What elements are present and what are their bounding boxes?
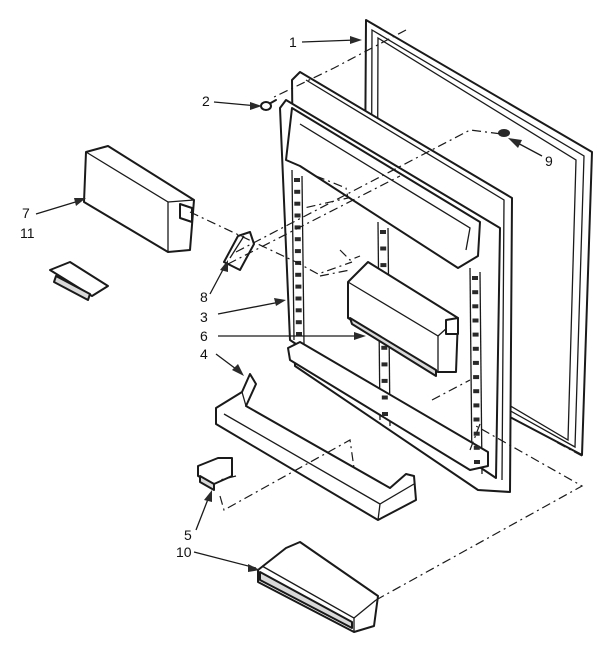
- rail-notch: [380, 230, 386, 234]
- callout-3: 3: [200, 309, 208, 325]
- rail-notch: [295, 296, 302, 301]
- rail-notch: [295, 308, 302, 313]
- callout-5: 5: [184, 527, 192, 543]
- callout-4: 4: [200, 346, 208, 362]
- callout-1: 1: [289, 34, 297, 50]
- rail-notch: [294, 249, 301, 254]
- door-bin: [257, 541, 379, 633]
- callout-2: 2: [202, 93, 210, 109]
- rail-notches: /* placeholder */: [294, 178, 480, 464]
- rail-notch: [472, 318, 479, 323]
- rail-notch: [474, 460, 480, 464]
- rail-notch: [472, 304, 479, 309]
- rail-notch: [294, 178, 300, 182]
- rail-notch: [295, 272, 302, 277]
- screw: [260, 99, 277, 111]
- rail-notch: [473, 375, 480, 380]
- callout-7: 7: [22, 205, 30, 221]
- callout-labels: 1 2 9 7 11 8 3 6 4 5 10: [20, 34, 553, 560]
- rail-notch: [381, 378, 388, 383]
- rail-notch: [472, 290, 479, 295]
- rail-notch: [294, 237, 301, 242]
- rail-notch: [472, 360, 479, 365]
- rail-notch: [294, 213, 301, 218]
- callout-11: 11: [20, 225, 35, 241]
- rail-notch: [473, 431, 480, 436]
- callout-6: 6: [200, 328, 208, 344]
- callout-10: 10: [176, 544, 192, 560]
- rail-notch: [294, 201, 301, 206]
- rail-notch: [473, 417, 480, 422]
- rail-notch: [472, 332, 479, 337]
- rail-notch: [382, 412, 388, 416]
- assembly-lines: [189, 29, 584, 601]
- rail-notch: [473, 403, 480, 408]
- rail-notch: [296, 332, 302, 336]
- rail-notch: [381, 345, 388, 350]
- leader-lines: [35, 36, 543, 572]
- shelf-end-cap: [197, 457, 233, 491]
- dairy-door-cover: [83, 145, 195, 253]
- rail-notch: [294, 189, 301, 194]
- rail-notch: [472, 346, 479, 351]
- rail-notch: [473, 445, 480, 450]
- callout-9: 9: [545, 153, 553, 169]
- screw-9: [498, 129, 510, 137]
- rail-notch: [294, 225, 301, 230]
- callout-8: 8: [200, 289, 208, 305]
- dairy-tray: [49, 261, 109, 301]
- rail-notch: [473, 389, 480, 394]
- bottom-door-shelf: [215, 373, 417, 521]
- rail-notch: [381, 362, 388, 367]
- rail-notch: [380, 246, 387, 251]
- rail-notch: [472, 276, 478, 280]
- rail-notch: [381, 395, 388, 400]
- rail-notch: [295, 284, 302, 289]
- rail-notch: [295, 320, 302, 325]
- door-shelf: [347, 261, 459, 377]
- rail-notch: [380, 263, 387, 268]
